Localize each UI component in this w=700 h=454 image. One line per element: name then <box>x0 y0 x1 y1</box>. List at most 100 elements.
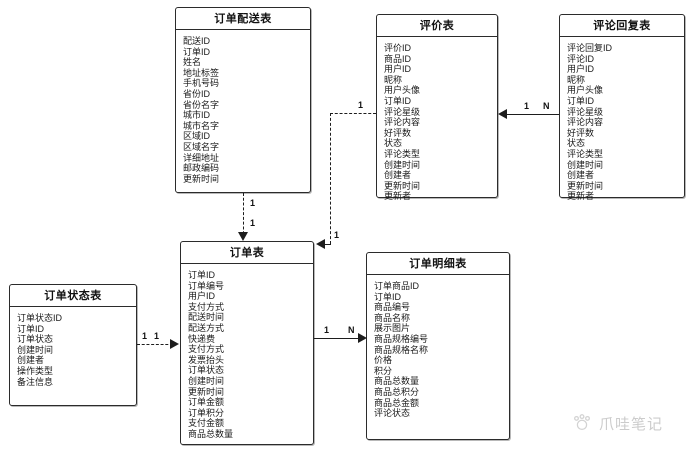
cardinality-label: 1 <box>324 325 330 335</box>
field-item: 地址标签 <box>183 67 220 78</box>
connector-line <box>243 193 244 239</box>
field-item: 评价ID <box>384 43 412 54</box>
cardinality-label: 1 <box>250 198 256 208</box>
field-item: 好评数 <box>567 127 595 138</box>
field-item: 详细地址 <box>183 152 220 163</box>
field-item: 商品总数量 <box>188 429 234 439</box>
field-item: 好评数 <box>384 127 412 138</box>
field-item: 评论类型 <box>384 149 421 160</box>
watermark: 爪哇笔记 <box>571 412 663 434</box>
arrow-head-left <box>498 109 507 119</box>
arrow-head-right <box>170 339 179 349</box>
field-item: 备注信息 <box>17 376 54 387</box>
field-item: 积分 <box>374 365 393 376</box>
connector-line <box>330 113 331 244</box>
field-item: 用户头像 <box>384 85 421 96</box>
field-item: 订单ID <box>183 46 211 57</box>
connector-line <box>137 344 173 345</box>
field-item: 状态 <box>567 138 586 149</box>
field-item: 评论状态 <box>374 408 411 419</box>
field-item: 邮政编码 <box>183 163 220 174</box>
field-item: 订单ID <box>17 323 45 334</box>
field-item: 创建时间 <box>17 344 54 355</box>
connector-line <box>330 113 376 114</box>
arrow-head-right <box>358 333 367 343</box>
field-item: 订单金额 <box>188 397 225 408</box>
entity-fields-review-reply: 评论回复ID 评论ID 用户ID 昵称 用户头像 订单ID 评论星级 评论内容 … <box>560 37 684 208</box>
field-item: 创建时间 <box>567 159 604 170</box>
field-item: 用户ID <box>567 64 595 75</box>
entity-fields-order-status: 订单状态ID 订单ID 订单状态 创建时间 创建者 操作类型 备注信息 <box>10 307 136 393</box>
field-item: 创建时间 <box>188 376 225 387</box>
field-item: 展示图片 <box>374 323 411 334</box>
field-item: 评论类型 <box>567 149 604 160</box>
entity-fields-order: 订单ID 订单编号 用户ID 支付方式 配送时间 配送方式 快递费 支付方式 发… <box>181 264 313 446</box>
field-item: 商品总积分 <box>374 387 420 398</box>
field-item: 更新者 <box>384 191 412 202</box>
entity-fields-order-delivery: 配送ID 订单ID 姓名 地址标签 手机号码 省份ID 省份名字 城市ID 城市… <box>176 30 310 190</box>
field-item: 评论星级 <box>567 106 604 117</box>
field-item: 配送方式 <box>188 323 225 334</box>
field-item: 操作类型 <box>17 366 54 377</box>
cardinality-label: 1 <box>142 331 148 341</box>
field-item: 商品规格名称 <box>374 344 429 355</box>
field-item: 订单积分 <box>188 407 225 418</box>
field-item: 区域名字 <box>183 142 220 153</box>
entity-review-reply[interactable]: 评论回复表 评论回复ID 评论ID 用户ID 昵称 用户头像 订单ID 评论星级… <box>559 14 685 201</box>
field-item: 发票抬头 <box>188 354 225 365</box>
field-item: 状态 <box>384 138 403 149</box>
field-item: 更新时间 <box>384 180 421 191</box>
cardinality-label: 1 <box>524 101 530 111</box>
cardinality-label: N <box>543 101 550 111</box>
field-item: 用户ID <box>384 64 412 75</box>
connector-line <box>506 114 559 115</box>
field-item: 订单ID <box>567 96 595 107</box>
arrow-head-down <box>238 232 248 241</box>
entity-order-delivery[interactable]: 订单配送表 配送ID 订单ID 姓名 地址标签 手机号码 省份ID 省份名字 城… <box>175 7 311 193</box>
entity-title-review-reply: 评论回复表 <box>560 15 684 38</box>
field-item: 评论回复ID <box>567 43 613 54</box>
field-item: 城市ID <box>183 110 211 121</box>
field-item: 区域ID <box>183 131 211 142</box>
field-item: 商品规格编号 <box>374 334 429 345</box>
field-item: 商品ID <box>384 53 412 64</box>
field-item: 省份名字 <box>183 99 220 110</box>
cardinality-label: N <box>348 325 355 335</box>
field-item: 更新时间 <box>567 180 604 191</box>
entity-order-detail[interactable]: 订单明细表 订单商品ID 订单ID 商品编号 商品名称 展示图片 商品规格编号 … <box>366 252 510 440</box>
field-item: 手机号码 <box>183 78 220 89</box>
field-item: 创建者 <box>384 170 412 181</box>
field-item: 支付金额 <box>188 418 225 429</box>
entity-fields-order-detail: 订单商品ID 订单ID 商品编号 商品名称 展示图片 商品规格编号 商品规格名称… <box>367 275 509 425</box>
field-item: 姓名 <box>183 57 202 68</box>
field-item: 用户头像 <box>567 85 604 96</box>
field-item: 商品总金额 <box>374 397 420 408</box>
entity-order[interactable]: 订单表 订单ID 订单编号 用户ID 支付方式 配送时间 配送方式 快递费 支付… <box>180 241 314 445</box>
field-item: 快递费 <box>188 333 216 344</box>
field-item: 订单状态 <box>188 365 225 376</box>
field-item: 创建者 <box>567 170 595 181</box>
cardinality-label: 1 <box>250 218 256 228</box>
field-item: 评论内容 <box>384 117 421 128</box>
cardinality-label: 1 <box>154 331 160 341</box>
entity-review[interactable]: 评价表 评价ID 商品ID 用户ID 昵称 用户头像 订单ID 评论星级 评论内… <box>376 14 498 201</box>
field-item: 创建者 <box>17 355 45 366</box>
entity-fields-review: 评价ID 商品ID 用户ID 昵称 用户头像 订单ID 评论星级 评论内容 好评… <box>377 37 497 208</box>
field-item: 配送ID <box>183 36 211 47</box>
entity-title-order-delivery: 订单配送表 <box>176 8 310 31</box>
field-item: 商品编号 <box>374 302 411 313</box>
field-item: 省份ID <box>183 89 211 100</box>
entity-order-status[interactable]: 订单状态表 订单状态ID 订单ID 订单状态 创建时间 创建者 操作类型 备注信… <box>9 284 137 406</box>
field-item: 昵称 <box>567 74 586 85</box>
field-item: 商品名称 <box>374 312 411 323</box>
field-item: 城市名字 <box>183 120 220 131</box>
field-item: 更新时间 <box>183 173 220 184</box>
field-item: 更新者 <box>567 191 595 202</box>
entity-title-order: 订单表 <box>181 242 313 265</box>
field-item: 订单ID <box>384 96 412 107</box>
field-item: 订单ID <box>188 270 216 281</box>
entity-title-review: 评价表 <box>377 15 497 38</box>
field-item: 支付方式 <box>188 344 225 355</box>
field-item: 更新时间 <box>188 386 225 397</box>
